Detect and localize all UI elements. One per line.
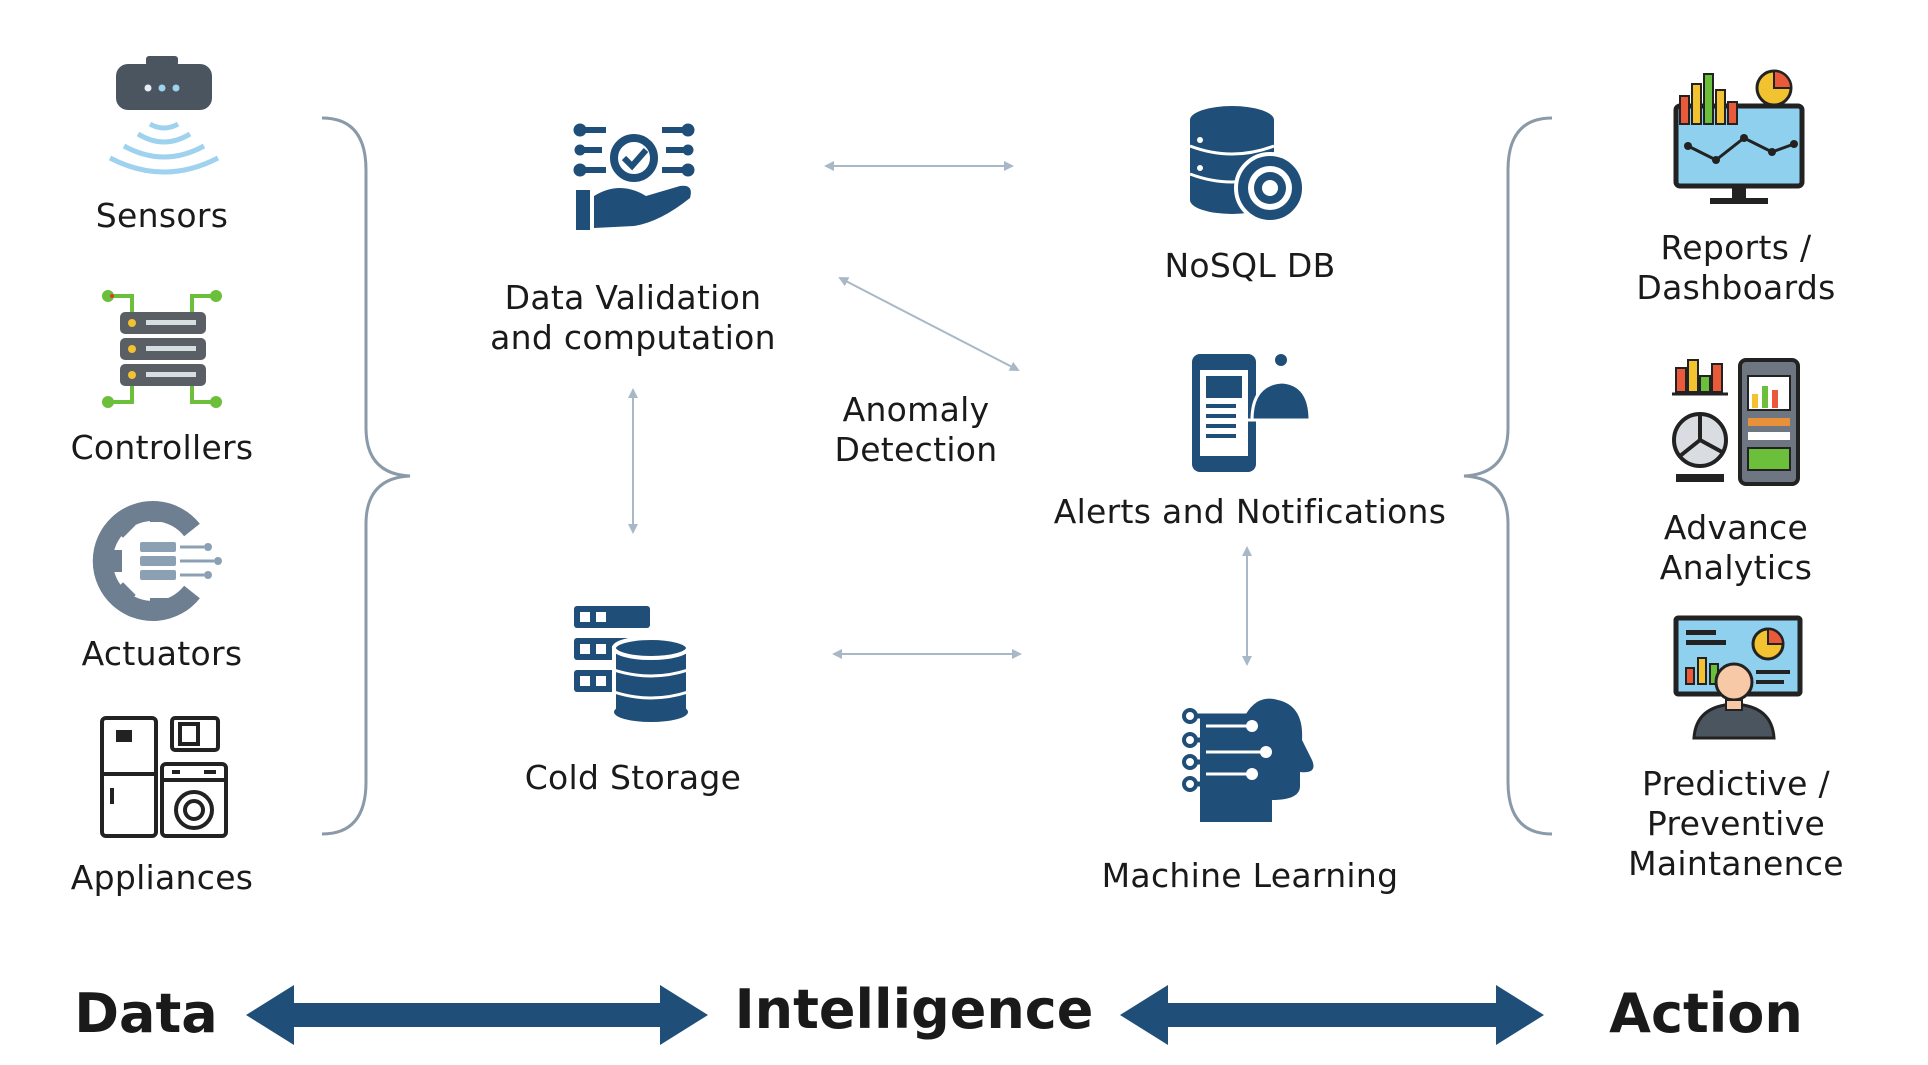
arrow-data-intelligence (246, 985, 708, 1045)
nosql-database-icon (1189, 106, 1306, 224)
footer-action: Action (1609, 982, 1803, 1045)
label-actuators: Actuators (81, 634, 243, 673)
footer-data: Data (74, 982, 218, 1045)
label-cold-storage: Cold Storage (524, 758, 742, 797)
machine-learning-head-icon (1182, 698, 1314, 822)
label-machine-learning: Machine Learning (1101, 856, 1399, 895)
right-brace (1463, 116, 1553, 836)
left-brace (321, 116, 411, 836)
maintenance-presenter-icon (1673, 615, 1803, 740)
actuator-gear-icon (92, 501, 222, 621)
label-advance-analytics: Advance Analytics (1659, 508, 1813, 587)
appliances-icon (100, 716, 228, 838)
arrow-intelligence-action (1120, 985, 1544, 1045)
label-nosql-db: NoSQL DB (1164, 246, 1336, 285)
controller-server-icon (102, 290, 222, 408)
label-anomaly-detection: Anomaly Detection (834, 390, 998, 469)
label-reports-dashboards: Reports / Dashboards (1636, 228, 1836, 307)
label-appliances: Appliances (70, 858, 254, 897)
dashboard-monitor-icon (1673, 69, 1805, 204)
cold-storage-icon (574, 606, 690, 722)
alerts-bell-icon (1192, 354, 1316, 472)
sensor-icon (108, 56, 220, 175)
footer-intelligence: Intelligence (734, 978, 1094, 1041)
analytics-icon (1672, 358, 1800, 486)
label-data-validation: Data Validation and computation (490, 278, 776, 357)
data-validation-icon (573, 123, 695, 230)
label-predictive-maintenance: Predictive / Preventive Maintanence (1628, 764, 1844, 883)
connector-validation-alerts (838, 277, 1020, 371)
label-alerts-notifications: Alerts and Notifications (1053, 492, 1447, 531)
label-controllers: Controllers (70, 428, 254, 467)
label-sensors: Sensors (95, 196, 229, 235)
